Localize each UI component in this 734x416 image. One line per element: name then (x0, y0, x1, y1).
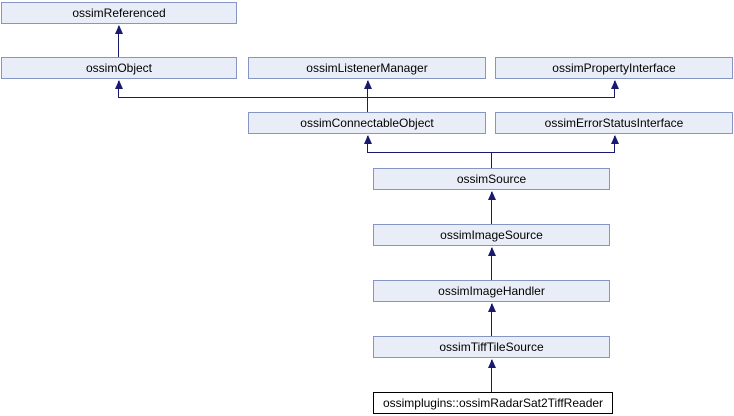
node-ossim-property-interface[interactable]: ossimPropertyInterface (495, 57, 733, 79)
arrow-up-icon (364, 80, 372, 89)
arrow-up-icon (611, 135, 619, 144)
node-ossim-error-status-interface[interactable]: ossimErrorStatusInterface (495, 112, 733, 134)
edge-connectable-propertyinterface (614, 81, 615, 98)
node-ossim-referenced[interactable]: ossimReferenced (1, 2, 237, 24)
edge-tifftilesource-imagehandler (491, 304, 492, 336)
edge-connectable-bus (118, 97, 615, 98)
edge-reader-tifftilesource (491, 360, 492, 392)
node-ossim-image-handler[interactable]: ossimImageHandler (373, 280, 610, 302)
edge-object-referenced (118, 26, 119, 57)
node-ossim-tiff-tile-source[interactable]: ossimTiffTileSource (373, 336, 610, 358)
arrow-up-icon (488, 303, 496, 312)
arrow-up-icon (611, 80, 619, 89)
arrow-up-icon (488, 359, 496, 368)
node-ossim-connectable-object[interactable]: ossimConnectableObject (248, 112, 486, 134)
node-ossim-object[interactable]: ossimObject (1, 57, 237, 79)
arrow-up-icon (488, 247, 496, 256)
edge-connectable-object (118, 81, 119, 98)
arrow-up-icon (488, 191, 496, 200)
node-ossim-listener-manager[interactable]: ossimListenerManager (248, 57, 486, 79)
node-ossim-image-source[interactable]: ossimImageSource (373, 224, 610, 246)
edge-imagesource-source (491, 192, 492, 224)
edge-connectable-listenermanager (367, 81, 368, 112)
arrow-up-icon (364, 135, 372, 144)
edge-source-connectable (367, 136, 368, 153)
node-ossim-source[interactable]: ossimSource (373, 168, 610, 190)
node-ossim-radarsat2-tiff-reader: ossimplugins::ossimRadarSat2TiffReader (373, 392, 613, 414)
edge-source-stem (491, 152, 492, 168)
edge-imagehandler-imagesource (491, 248, 492, 280)
arrow-up-icon (115, 80, 123, 89)
edge-source-errorstatus (614, 136, 615, 153)
arrow-up-icon (115, 25, 123, 34)
